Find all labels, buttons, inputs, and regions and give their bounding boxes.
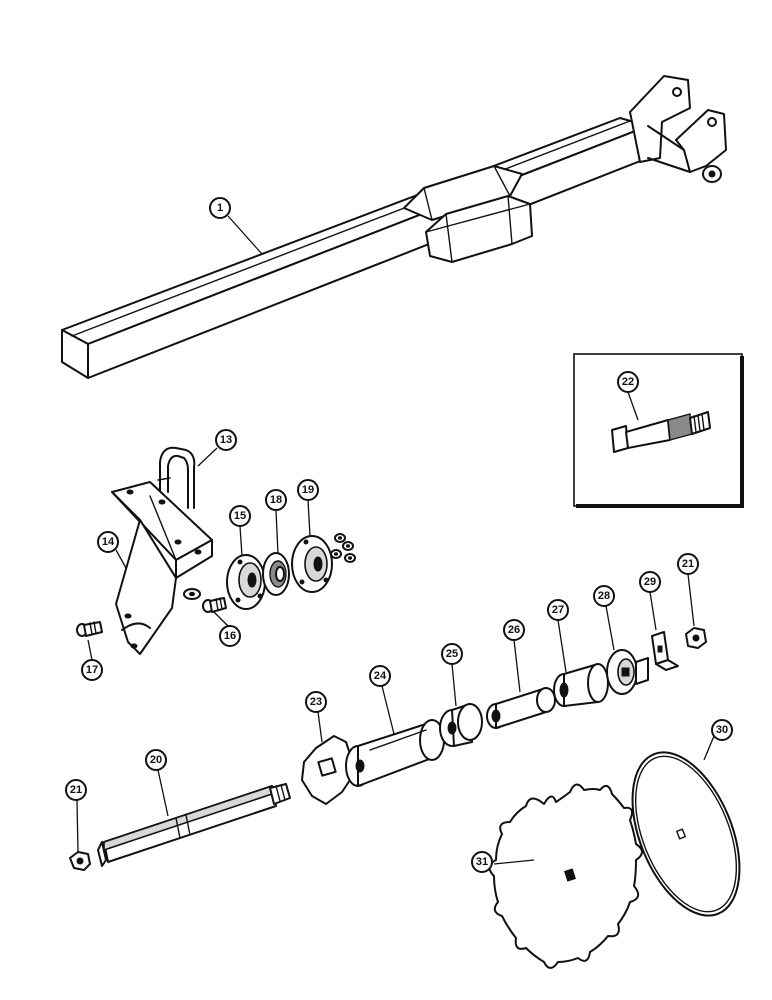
- callout-28: 28: [593, 585, 615, 607]
- callout-23: 23: [305, 691, 327, 713]
- callout-20-label: 20: [150, 754, 162, 766]
- callout-15-label: 15: [234, 510, 246, 522]
- part-29-clip: [651, 631, 679, 671]
- callout-1-label: 1: [217, 202, 223, 214]
- callout-17: 17: [81, 659, 103, 681]
- part-25-spool: [439, 703, 483, 747]
- callout-29: 29: [639, 571, 661, 593]
- callout-24: 24: [369, 665, 391, 687]
- callout-18: 18: [265, 489, 287, 511]
- part-20-axle: [97, 783, 291, 867]
- callout-1: 1: [209, 197, 231, 219]
- part-22-carriage-bolt: [611, 411, 711, 453]
- callout-17-label: 17: [86, 664, 98, 676]
- toolbar-beam: [61, 75, 727, 379]
- callout-25: 25: [441, 643, 463, 665]
- callout-20: 20: [145, 749, 167, 771]
- callout-24-label: 24: [374, 670, 387, 682]
- callout-16-label: 16: [224, 630, 236, 642]
- callout-16: 16: [219, 625, 241, 647]
- part-28-flange: [606, 649, 649, 695]
- callout-28-label: 28: [598, 590, 610, 602]
- callout-29-label: 29: [644, 576, 656, 588]
- callout-23-label: 23: [310, 696, 322, 708]
- part-26-tube: [486, 687, 556, 729]
- part-30-plain-disc: [631, 751, 741, 917]
- callout-30: 30: [711, 719, 733, 741]
- leader-lines: [76, 215, 715, 865]
- part-23-spool-flange: [301, 735, 353, 805]
- callout-13: 13: [215, 429, 237, 451]
- callout-27-label: 27: [552, 604, 564, 616]
- part-hex-nut-small: [183, 588, 201, 600]
- part-nuts-washers: [330, 533, 356, 563]
- part-21-nut-left: [69, 851, 91, 871]
- part-27-spool: [553, 663, 609, 707]
- part-17-bolt: [76, 621, 103, 637]
- callout-21-left: 21: [65, 779, 87, 801]
- callout-14-label: 14: [102, 536, 115, 548]
- part-31-notched-disc: [488, 783, 643, 969]
- part-16-bolt: [202, 597, 227, 613]
- part-19-flange: [291, 535, 333, 593]
- callout-27: 27: [547, 599, 569, 621]
- callout-26-label: 26: [508, 624, 520, 636]
- callout-21-right: 21: [677, 553, 699, 575]
- callout-15: 15: [229, 505, 251, 527]
- part-21-nut-right: [685, 627, 707, 649]
- callout-30-label: 30: [716, 724, 728, 736]
- callout-31: 31: [471, 851, 493, 873]
- part-14-bracket: [111, 481, 213, 655]
- part-13-u-bolt: [157, 446, 196, 509]
- callout-22: 22: [617, 371, 639, 393]
- callout-14: 14: [97, 531, 119, 553]
- callout-22-label: 22: [622, 376, 634, 388]
- callout-26: 26: [503, 619, 525, 641]
- callout-31-label: 31: [476, 856, 488, 868]
- callout-21-left-label: 21: [70, 784, 82, 796]
- part-24-spool: [345, 719, 445, 787]
- callout-18-label: 18: [270, 494, 282, 506]
- callout-19: 19: [297, 479, 319, 501]
- callout-19-label: 19: [302, 484, 314, 496]
- callout-21-right-label: 21: [682, 558, 694, 570]
- callout-13-label: 13: [220, 434, 232, 446]
- part-15-flange: [226, 554, 266, 610]
- part-18-bearing: [262, 552, 290, 596]
- callout-25-label: 25: [446, 648, 458, 660]
